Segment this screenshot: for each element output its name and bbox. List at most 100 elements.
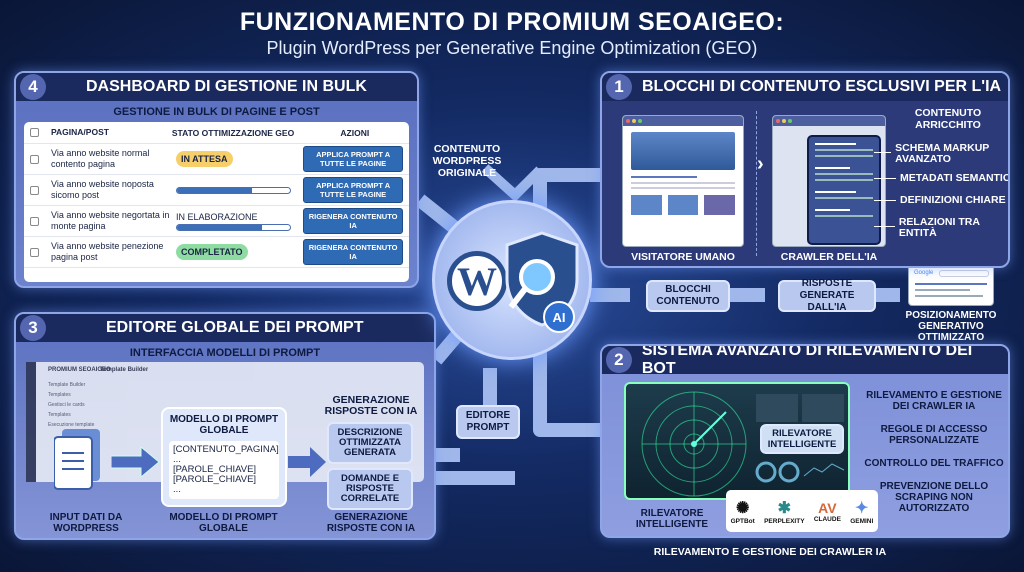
- table-row: Via anno website penezione pagina post CO…: [24, 237, 409, 268]
- feature-item: SCHEMA MARKUP AVANZATO: [895, 142, 990, 165]
- column-header: AZIONI: [340, 127, 370, 138]
- human-view-mockup: [622, 115, 744, 247]
- row-checkbox[interactable]: [30, 247, 39, 257]
- ui-sidebar-item[interactable]: Gestisci le cards: [48, 402, 85, 408]
- arrow-icon: [288, 447, 326, 477]
- structured-data-overlay: [807, 135, 881, 245]
- feature-item: RILEVAMENTO E GESTIONE DEI CRAWLER IA: [866, 390, 1002, 412]
- pages-table: PAGINA/POST STATO OTTIMIZZAZIONE GEO AZI…: [24, 122, 409, 282]
- original-content-label: CONTENUTO WORDPRESS ORIGINALE: [432, 143, 502, 179]
- panel-title: SISTEMA AVANZATO DI RILEVAMENTO DEI BOT: [641, 344, 973, 377]
- bot-gptbot: ✺GPTBot: [731, 498, 755, 525]
- step-number: 4: [20, 74, 46, 100]
- bot-label: GEMINI: [850, 517, 874, 525]
- divider: [756, 111, 757, 256]
- bot-label: PERPLEXITY: [764, 517, 805, 525]
- status-text: IN ELABORAZIONE: [176, 211, 258, 222]
- content-blocks-box: BLOCCHI CONTENUTO: [646, 280, 730, 312]
- optimized-description-box: DESCRIZIONE OTTIMIZZATA GENERATA: [327, 422, 413, 464]
- prompt-editor-box: EDITORE PROMPT: [456, 405, 520, 439]
- generation-title: GENERAZIONE RISPOSTE CON IA: [324, 394, 418, 417]
- document-icon: [54, 429, 100, 490]
- template-line: ...: [173, 484, 181, 495]
- caption-template: MODELLO DI PROMPT GLOBALE: [169, 512, 278, 534]
- progress-bar: [176, 186, 292, 194]
- bot-detection-panel: 2 SISTEMA AVANZATO DI RILEVAMENTO DEI BOT…: [600, 344, 1010, 538]
- panel-title: EDITORE GLOBALE DEI PROMPT: [106, 319, 364, 336]
- radar-dashboard: [624, 382, 850, 500]
- status-badge: COMPLETATO: [176, 244, 248, 260]
- template-body[interactable]: [CONTENUTO_PAGINA] ... [PAROLE_CHIAVE] […: [169, 441, 279, 499]
- panel-header: 2 SISTEMA AVANZATO DI RILEVAMENTO DEI BOT: [602, 346, 1008, 377]
- step-number: 2: [606, 347, 632, 373]
- openai-icon: ✺: [736, 499, 750, 517]
- panel-subtitle: INTERFACCIA MODELLI DI PROMPT: [129, 347, 321, 359]
- panel-header: 3 EDITORE GLOBALE DEI PROMPT: [16, 314, 434, 342]
- caption-input: INPUT DATI DA WORDPRESS: [49, 512, 123, 534]
- wordpress-ai-hub: W AI: [432, 200, 592, 360]
- table-row: Via anno website noposta sicomo post APPL…: [24, 175, 409, 206]
- row-checkbox[interactable]: [30, 216, 39, 226]
- infographic-subtitle: Plugin WordPress per Generative Engine O…: [266, 38, 758, 58]
- ai-crawler-label: CRAWLER DELL'IA: [780, 251, 878, 263]
- template-title: MODELLO DI PROMPT GLOBALE: [169, 414, 279, 436]
- apply-prompt-button[interactable]: APPLICA PROMPT A TUTTE LE PAGINE: [303, 146, 403, 172]
- page-name: Via anno website noposta sicomo post: [51, 179, 154, 200]
- table-row: Via anno website negortata in monte pagi…: [24, 206, 409, 237]
- bot-perplexity: ✱PERPLEXITY: [764, 498, 804, 525]
- infographic-title: FUNZIONAMENTO DI PROMIUM SEOAIGEO:: [239, 8, 785, 36]
- arrow-icon: [111, 447, 160, 477]
- chevron-right-icon: ›: [757, 153, 764, 175]
- prompt-template-card: MODELLO DI PROMPT GLOBALE [CONTENUTO_PAG…: [161, 407, 287, 507]
- ui-page-title: Template Builder: [100, 367, 149, 373]
- bot-feature-list: RILEVAMENTO E GESTIONE DEI CRAWLER IA RE…: [860, 390, 1008, 514]
- claude-icon: AV: [818, 499, 837, 516]
- bot-label: GPTBot: [730, 517, 755, 525]
- regenerate-button[interactable]: RIGENERA CONTENUTO IA: [303, 239, 403, 265]
- row-checkbox[interactable]: [30, 185, 39, 195]
- table-header: PAGINA/POST STATO OTTIMIZZAZIONE GEO AZI…: [24, 122, 409, 144]
- placeholder-token: [PAROLE_CHIAVE]: [173, 474, 257, 485]
- page-name: Via anno website normal contento pagina: [51, 148, 150, 169]
- placeholder-token: [CONTENUTO_PAGINA]: [173, 444, 279, 455]
- select-all-checkbox[interactable]: [30, 128, 39, 137]
- connector-bots: [533, 340, 600, 437]
- human-visitor-label: VISITATORE UMANO: [631, 251, 735, 263]
- ui-sidebar-item[interactable]: Template Builder: [48, 382, 86, 388]
- regenerate-button[interactable]: RIGENERA CONTENUTO IA: [303, 208, 403, 234]
- caption-generation: GENERAZIONE RISPOSTE CON IA: [326, 512, 416, 534]
- page-name: Via anno website negortata in monte pagi…: [51, 210, 170, 231]
- radar-icon: [641, 391, 845, 497]
- enriched-content-label: CONTENUTO ARRICCHITO: [914, 107, 982, 131]
- ui-sidebar-item[interactable]: Templates: [48, 392, 71, 398]
- perplexity-icon: ✱: [777, 499, 792, 517]
- smart-detector-box: RILEVATORE INTELLIGENTE: [760, 424, 844, 454]
- connector-blocks: [533, 168, 600, 210]
- feature-item: RELAZIONI TRA ENTITÀ: [898, 216, 980, 239]
- template-line: ...: [173, 454, 181, 465]
- gemini-icon: ✦: [855, 499, 869, 517]
- progress-bar: [176, 223, 292, 231]
- feature-item: REGOLE DI ACCESSO PERSONALIZZATE: [880, 424, 988, 446]
- column-header: PAGINA/POST: [51, 127, 109, 137]
- wordpress-logo-icon: W: [447, 251, 507, 311]
- search-bar: [939, 270, 989, 277]
- prompt-editor-panel: 3 EDITORE GLOBALE DEI PROMPT INTERFACCIA …: [14, 312, 436, 540]
- placeholder-token: [PAROLE_CHIAVE]: [173, 464, 257, 475]
- step-number: 3: [20, 315, 46, 341]
- google-logo: Google: [914, 270, 934, 276]
- panel-title: DASHBOARD DI GESTIONE IN BULK: [86, 78, 367, 95]
- row-checkbox[interactable]: [30, 154, 39, 164]
- ai-badge: AI: [543, 301, 575, 333]
- apply-prompt-button[interactable]: APPLICA PROMPT A TUTTE LE PAGINE: [303, 177, 403, 203]
- page-name: Via anno website penezione pagina post: [51, 241, 164, 262]
- feature-item: METADATI SEMANTICI: [900, 172, 1010, 184]
- ui-sidebar-item[interactable]: Esecuzione template: [48, 422, 95, 428]
- ai-answers-box: RISPOSTE GENERATE DALL'IA: [778, 278, 876, 313]
- panel-title: BLOCCHI DI CONTENUTO ESCLUSIVI PER L'IA: [642, 78, 1002, 95]
- ui-sidebar-item[interactable]: Templates: [48, 412, 71, 418]
